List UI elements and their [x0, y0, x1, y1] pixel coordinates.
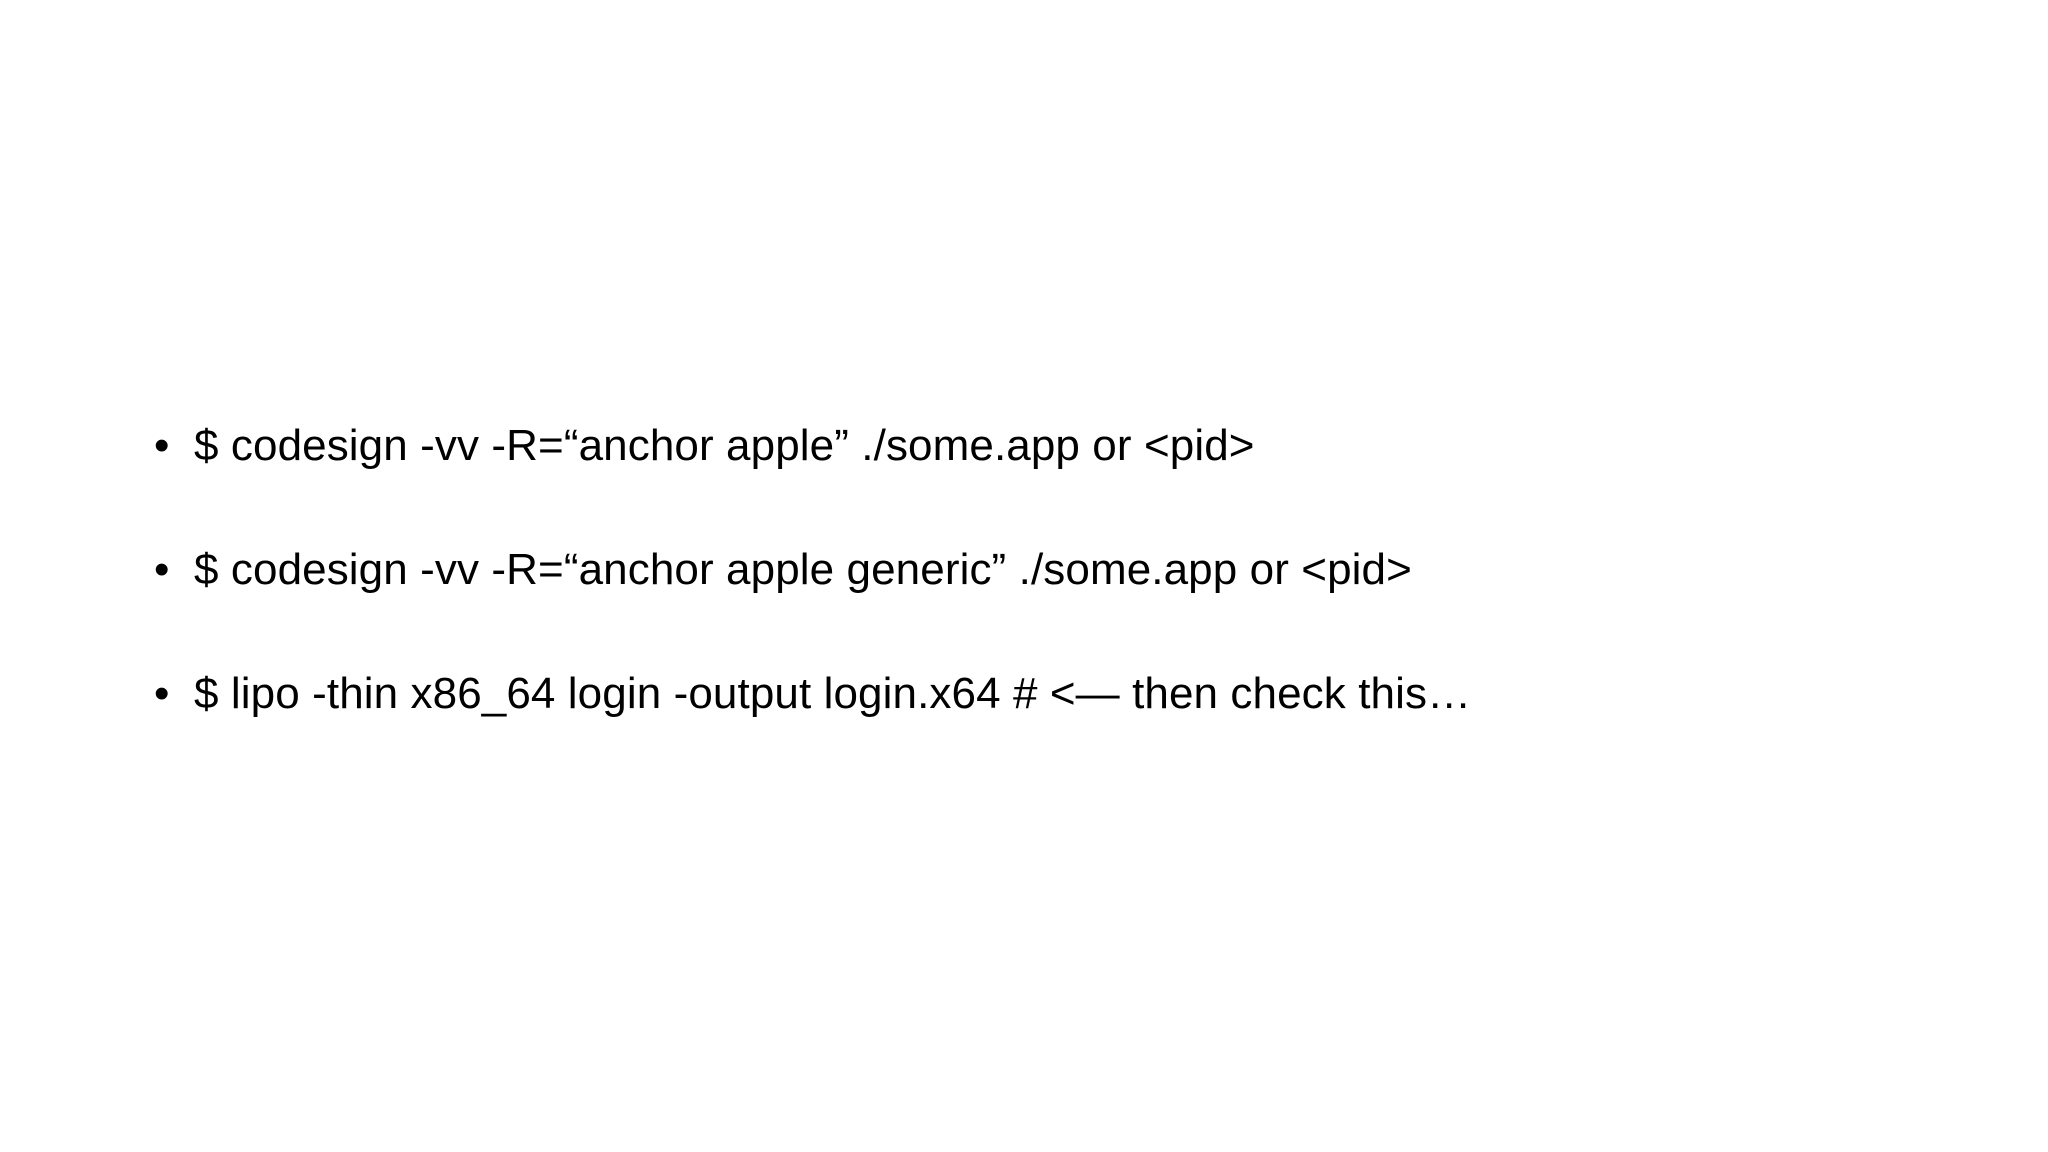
bullet-point-icon: •	[154, 421, 170, 470]
bullet-list: • $ codesign -vv -R=“anchor apple” ./som…	[140, 412, 1940, 728]
bullet-point-icon: •	[154, 545, 170, 594]
bullet-item-label: $ codesign -vv -R=“anchor apple generic”…	[194, 545, 1412, 594]
bullet-item-label: $ codesign -vv -R=“anchor apple” ./some.…	[194, 421, 1255, 470]
list-item: • $ lipo -thin x86_64 login -output logi…	[140, 660, 1940, 728]
bullet-item-label: $ lipo -thin x86_64 login -output login.…	[194, 669, 1472, 718]
list-item: • $ codesign -vv -R=“anchor apple generi…	[140, 536, 1940, 604]
bullet-point-icon: •	[154, 669, 170, 718]
list-item: • $ codesign -vv -R=“anchor apple” ./som…	[140, 412, 1940, 480]
